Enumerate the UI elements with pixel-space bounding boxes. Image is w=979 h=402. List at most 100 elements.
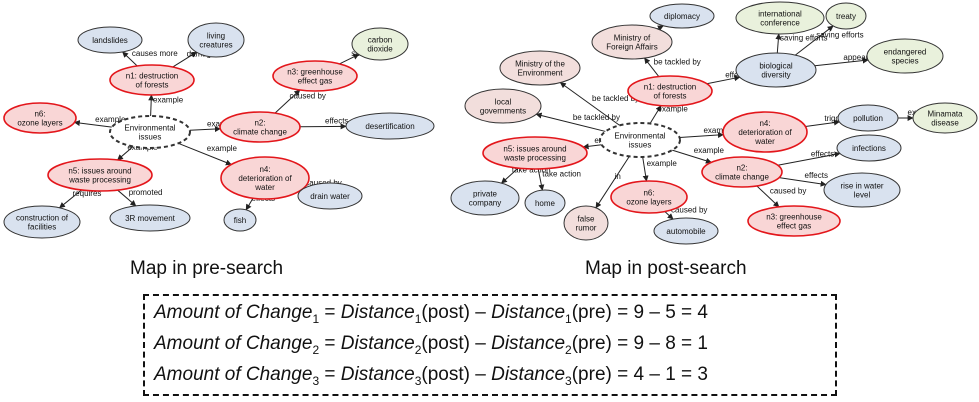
equation-index: 1 [414, 311, 422, 326]
edge-line [339, 53, 360, 65]
node-shape [649, 3, 715, 29]
edge-label: be tackled by [592, 94, 639, 103]
node-label: home [535, 199, 556, 208]
equation-1: Amount of Change1 = Distance1(post) – Di… [154, 302, 708, 326]
node-shape [47, 158, 153, 192]
node-label: treaty [836, 12, 856, 21]
node-shape [272, 60, 358, 92]
edge-n1b-bio: effects [706, 70, 749, 85]
node-label: creatures [199, 41, 232, 50]
edge-n5-construction: requires [59, 189, 102, 209]
equation-index: 2 [312, 342, 320, 357]
equation-post: (post) [421, 302, 470, 323]
edge-label: causes more [132, 49, 178, 58]
equation-distance: Distance [491, 302, 566, 323]
equation-lhs: Amount of Change [154, 333, 313, 354]
node-shape [524, 189, 566, 217]
node-shape [109, 115, 191, 149]
node-label: landslides [92, 36, 128, 45]
equation-index: 2 [414, 342, 422, 357]
node-label: endangered [884, 48, 927, 57]
node-shape [77, 26, 143, 54]
edge-label: example [703, 126, 734, 135]
edge-bio-treaty: saving efforts [794, 25, 864, 56]
edge-n5b-home: take action [537, 168, 581, 191]
node-shape [464, 88, 542, 124]
node-label: n3: greenhouse [287, 68, 343, 77]
edge-n2b-infections: effects [777, 149, 841, 166]
node-label: n2: [254, 119, 265, 128]
node-treaty: treaty [825, 2, 867, 30]
node-shape [722, 111, 808, 153]
edge-label: example [207, 144, 238, 153]
node-label: n4: [259, 165, 270, 174]
equation-lhs: Amount of Change [154, 364, 313, 385]
edge-env-n4: example [178, 142, 238, 166]
node-label: automobile [666, 227, 706, 236]
edge-env-n1: example [148, 94, 184, 117]
node-label: Foreign Affairs [606, 43, 657, 52]
node-automobile: automobile [653, 217, 719, 245]
equation-distance: Distance [491, 364, 566, 385]
node-label: desertification [365, 122, 414, 131]
equation-pre: (pre) [571, 364, 612, 385]
node-shape [825, 2, 867, 30]
node-shape [563, 205, 609, 241]
node-shape [912, 102, 978, 134]
edge-label: example [153, 96, 184, 105]
node-label: n1: destruction [644, 83, 696, 92]
equation-post: (post) [421, 364, 470, 385]
node-label: Environment [518, 69, 564, 78]
node-shape [187, 22, 245, 58]
node-label: level [854, 191, 871, 200]
node-shape [482, 136, 588, 170]
node-label: company [469, 199, 501, 208]
equation-result: = 9 – 8 = 1 [617, 333, 708, 354]
edge-label: promoted [129, 188, 163, 197]
node-label: diplomacy [664, 12, 700, 21]
edge-n5-r3: promoted [117, 188, 163, 207]
node-shape [223, 208, 257, 232]
edge-line [537, 168, 545, 191]
edge-label: requires [73, 189, 102, 198]
node-label: facilities [28, 223, 56, 232]
node-label: effect gas [298, 77, 333, 86]
node-fish: fish [223, 208, 257, 232]
edge-n5b-private: take action [501, 166, 551, 184]
edge-label: be tackled by [573, 113, 620, 122]
edge-line [649, 105, 662, 124]
node-label: deterioration of [238, 174, 292, 183]
edge-label: caused by [770, 186, 806, 195]
edge-line [679, 132, 724, 139]
node-label: climate change [233, 128, 287, 137]
equation-index: 3 [312, 373, 320, 388]
post-search-caption: Map in post-search [585, 258, 747, 279]
node-shape [3, 102, 77, 134]
equation-lhs: Amount of Change [154, 302, 313, 323]
node-label: living [207, 32, 225, 41]
edge-bio-endangered: appear [814, 53, 869, 67]
edge-env2-n4b: example [679, 126, 734, 139]
node-shape [610, 180, 688, 214]
node-label: Ministry of the [515, 60, 565, 69]
edge-line [595, 156, 630, 209]
edge-line [756, 185, 780, 208]
node-label: Ministry of [614, 34, 651, 43]
node-pollution: pollution [837, 104, 899, 132]
node-shape [735, 52, 817, 88]
edge-line [559, 82, 620, 126]
node-label: rumor [576, 224, 597, 233]
equation-index: 1 [312, 311, 320, 326]
node-r3: 3R movement [109, 204, 191, 232]
edge-line [189, 126, 221, 133]
